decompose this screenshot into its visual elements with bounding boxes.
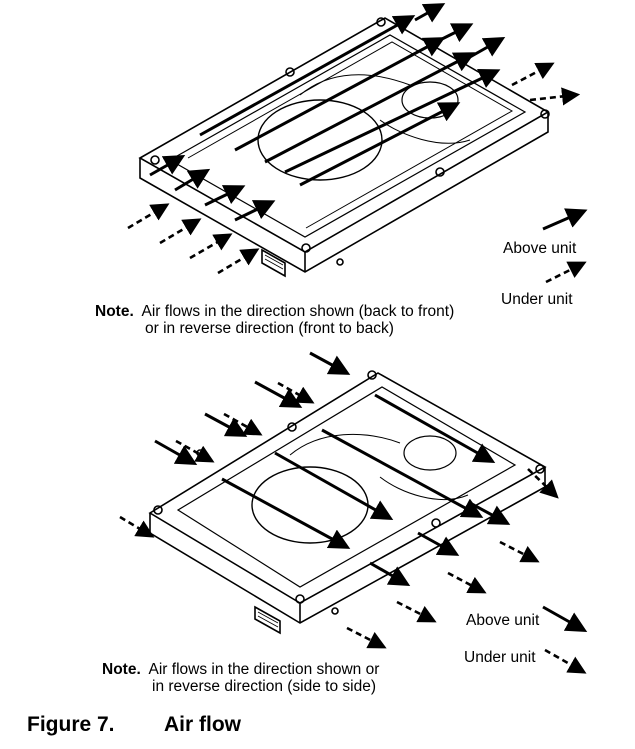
note-line-2: or in reverse direction (front to back) — [145, 320, 394, 337]
drive-diagram-2 — [119, 351, 588, 674]
note-1: Note. Air flows in the direction shown (… — [95, 303, 454, 337]
legend-under-arrow — [545, 261, 587, 284]
note-2: Note. Air flows in the direction shown o… — [102, 661, 379, 695]
note-label: Note. — [102, 661, 141, 678]
figure-back-to-front: Above unit Under unit Note. Air flows in… — [0, 0, 635, 345]
legend-under-label: Under unit — [501, 291, 573, 308]
figure-caption: Figure 7. Air flow — [27, 713, 241, 737]
legend-above-arrow — [542, 208, 588, 231]
legend-above-label: Above unit — [466, 612, 540, 629]
figure-title: Air flow — [164, 713, 241, 736]
airflow-above-arrows — [149, 3, 506, 222]
legend-under-label: Under unit — [464, 649, 536, 666]
legend-above-label: Above unit — [503, 240, 577, 257]
airflow-under-arrows — [127, 62, 581, 275]
hard-drive-body — [148, 370, 547, 635]
note-line-1: Air flows in the direction shown (back t… — [141, 303, 455, 320]
note-line-1: Air flows in the direction shown or — [148, 661, 380, 678]
figure-number: Figure 7. — [27, 713, 115, 736]
note-label: Note. — [95, 303, 134, 320]
figure-side-to-side: Above unit Under unit Note. Air flows in… — [0, 345, 635, 705]
airflow-under-arrows — [119, 381, 587, 674]
drive-diagram-1 — [127, 3, 588, 284]
hard-drive-body — [138, 17, 550, 278]
airflow-above-arrows — [154, 351, 588, 632]
note-line-2: in reverse direction (side to side) — [152, 678, 376, 695]
